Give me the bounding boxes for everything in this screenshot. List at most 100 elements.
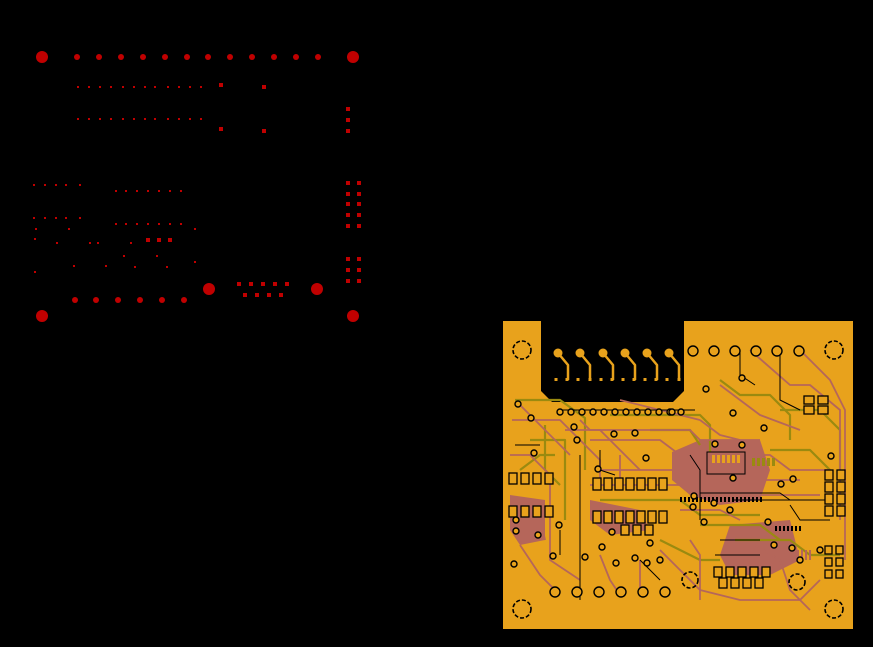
via bbox=[598, 543, 606, 551]
mounting-hole bbox=[512, 599, 532, 619]
via bbox=[789, 475, 797, 483]
fine-pitch-pin bbox=[789, 550, 791, 560]
pad bbox=[346, 224, 350, 228]
ic-pin bbox=[88, 86, 90, 88]
header-pin bbox=[571, 586, 583, 598]
mounting-hole bbox=[824, 340, 844, 360]
fine-pitch-pin bbox=[785, 550, 787, 560]
fine-pitch-pin bbox=[787, 526, 789, 531]
ic-pin bbox=[115, 223, 117, 225]
qfn-ic bbox=[706, 451, 746, 475]
smd-pad bbox=[824, 505, 834, 517]
via bbox=[35, 228, 37, 230]
ic-pin bbox=[115, 190, 117, 192]
bottom-trace bbox=[659, 549, 821, 601]
header-via bbox=[567, 408, 575, 416]
ic-pin bbox=[180, 190, 182, 192]
ic-pin bbox=[122, 86, 124, 88]
via bbox=[729, 474, 737, 482]
via bbox=[643, 559, 651, 567]
qfn-pin bbox=[752, 458, 755, 466]
via bbox=[738, 374, 746, 382]
via bbox=[726, 506, 734, 514]
pad bbox=[346, 118, 350, 122]
pad bbox=[346, 213, 350, 217]
smd-pad bbox=[835, 569, 844, 579]
bottom-trace bbox=[519, 544, 556, 591]
connector-pin bbox=[576, 378, 580, 381]
fine-pitch-pin bbox=[805, 550, 807, 560]
fine-pitch-pin bbox=[801, 550, 803, 560]
via bbox=[68, 228, 70, 230]
bottom-trace bbox=[519, 404, 571, 456]
header-pin bbox=[227, 54, 233, 60]
via bbox=[642, 454, 650, 462]
connector-trace bbox=[646, 352, 659, 380]
header-via bbox=[677, 408, 685, 416]
fine-pitch-pin bbox=[809, 550, 811, 560]
connector-pin bbox=[599, 378, 603, 381]
pad bbox=[146, 238, 150, 242]
inner-trace bbox=[700, 523, 781, 541]
db-pin bbox=[243, 293, 247, 297]
db-pin bbox=[279, 293, 283, 297]
ic-pad bbox=[647, 477, 657, 491]
mounting-hole bbox=[347, 51, 359, 63]
header-pin bbox=[137, 297, 143, 303]
fine-pitch-pin bbox=[793, 550, 795, 560]
via bbox=[194, 261, 196, 263]
smd-pad bbox=[824, 557, 833, 567]
ic-pin bbox=[189, 118, 191, 120]
ic-pin bbox=[125, 223, 127, 225]
via bbox=[764, 518, 772, 526]
db-pin bbox=[273, 282, 277, 286]
mounting-hole bbox=[36, 310, 48, 322]
header-pin bbox=[74, 54, 80, 60]
header-via bbox=[589, 408, 597, 416]
ic-pin bbox=[99, 86, 101, 88]
via bbox=[166, 266, 168, 268]
pad bbox=[357, 192, 361, 196]
pad bbox=[262, 85, 266, 89]
ic-pin bbox=[55, 184, 57, 186]
header-pin bbox=[793, 345, 805, 357]
ic-pad bbox=[603, 510, 613, 524]
ic-pin bbox=[99, 118, 101, 120]
via bbox=[510, 560, 518, 568]
ic-pin bbox=[77, 118, 79, 120]
fine-pitch-pin bbox=[708, 497, 710, 502]
ic-pin bbox=[110, 118, 112, 120]
top-trace bbox=[700, 492, 791, 501]
via bbox=[130, 242, 132, 244]
via bbox=[702, 385, 710, 393]
via bbox=[123, 255, 125, 257]
connector-pin bbox=[610, 378, 614, 381]
via bbox=[105, 265, 107, 267]
header-pin bbox=[637, 586, 649, 598]
header-pin bbox=[96, 54, 102, 60]
ic-pin bbox=[180, 223, 182, 225]
pad bbox=[219, 127, 223, 131]
fine-pitch-pin bbox=[716, 497, 718, 502]
smd-pad bbox=[754, 577, 764, 589]
ic-pin bbox=[55, 217, 57, 219]
pad bbox=[357, 181, 361, 185]
via bbox=[631, 554, 639, 562]
db-pin bbox=[267, 293, 271, 297]
ic-pin bbox=[88, 118, 90, 120]
smd-pad bbox=[803, 405, 815, 415]
qfn-pin bbox=[772, 458, 775, 466]
ic-pin bbox=[33, 184, 35, 186]
fine-pitch-pin bbox=[779, 526, 781, 531]
fine-pitch-pin bbox=[680, 497, 682, 502]
pad bbox=[357, 268, 361, 272]
smd-pad bbox=[742, 577, 752, 589]
ic-pad bbox=[532, 505, 542, 518]
via bbox=[134, 266, 136, 268]
smd-pad bbox=[725, 566, 735, 578]
via bbox=[729, 409, 737, 417]
ic-pin bbox=[178, 118, 180, 120]
fine-pitch-pin bbox=[724, 497, 726, 502]
ic-pad bbox=[636, 477, 646, 491]
